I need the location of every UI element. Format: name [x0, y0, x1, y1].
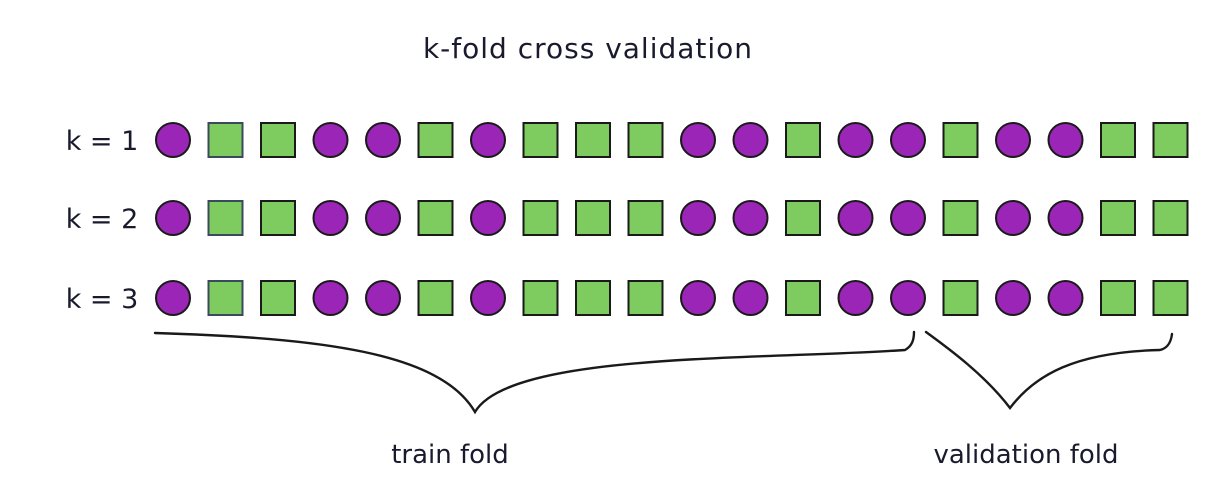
sample-square [1152, 122, 1189, 158]
sample-circle [837, 122, 874, 158]
sample-square [1100, 280, 1136, 316]
validation-fold-brace [924, 330, 1174, 410]
sample-circle [470, 122, 506, 158]
sample-circle [680, 122, 716, 158]
sample-square [207, 280, 244, 316]
sample-square [785, 280, 821, 316]
sample-square [942, 122, 979, 158]
fold-rows: k = 1 k = 2 k = 3 [66, 122, 1189, 316]
sample-square [627, 280, 664, 316]
sample-square [942, 280, 979, 316]
sample-square [260, 280, 296, 316]
row-label-2: k = 2 [66, 204, 139, 235]
sample-circle [470, 200, 506, 236]
train-fold-label: train fold [391, 440, 509, 470]
sample-square [522, 200, 559, 236]
sample-square [207, 200, 244, 236]
sample-square [522, 122, 559, 158]
sample-square [417, 200, 454, 236]
sample-square [627, 122, 664, 158]
diagram-title: k-fold cross validation [423, 32, 753, 65]
sample-circle [732, 122, 769, 158]
sample-circle [155, 122, 191, 158]
row-label-1: k = 1 [66, 126, 139, 157]
sample-square [417, 280, 454, 316]
sample-square [942, 200, 979, 236]
sample-square [1100, 200, 1136, 236]
sample-square [1100, 122, 1136, 158]
sample-circle [155, 280, 191, 316]
sample-circle [680, 280, 716, 316]
sample-circle [890, 280, 926, 316]
sample-circle [1047, 280, 1084, 316]
sample-square [260, 122, 296, 158]
sample-circle [1047, 122, 1084, 158]
sample-circle [1047, 200, 1084, 236]
sample-circle [365, 122, 401, 158]
sample-circle [312, 122, 349, 158]
sample-circle [732, 280, 769, 316]
sample-circle [680, 200, 716, 236]
sample-square [785, 122, 821, 158]
train-fold-brace [153, 330, 916, 415]
sample-circle [732, 200, 769, 236]
row-label-3: k = 3 [66, 284, 139, 315]
sample-circle [890, 200, 926, 236]
sample-square [522, 280, 559, 316]
sample-square [575, 280, 611, 316]
sample-square [1152, 200, 1189, 236]
sample-square [627, 200, 664, 236]
sample-square [785, 200, 821, 236]
validation-fold-label: validation fold [933, 440, 1118, 470]
sample-circle [312, 280, 349, 316]
sample-circle [312, 200, 349, 236]
sample-circle [365, 280, 401, 316]
sample-square [1152, 280, 1189, 316]
sample-square [260, 200, 296, 236]
sample-circle [995, 200, 1031, 236]
sample-circle [155, 200, 191, 236]
sample-circle [365, 200, 401, 236]
sample-circle [470, 280, 506, 316]
sample-circle [837, 280, 874, 316]
sample-circle [837, 200, 874, 236]
sample-square [575, 122, 611, 158]
sample-square [207, 122, 244, 158]
sample-circle [995, 280, 1031, 316]
sample-square [417, 122, 454, 158]
sample-square [575, 200, 611, 236]
sample-circle [890, 122, 926, 158]
sample-circle [995, 122, 1031, 158]
